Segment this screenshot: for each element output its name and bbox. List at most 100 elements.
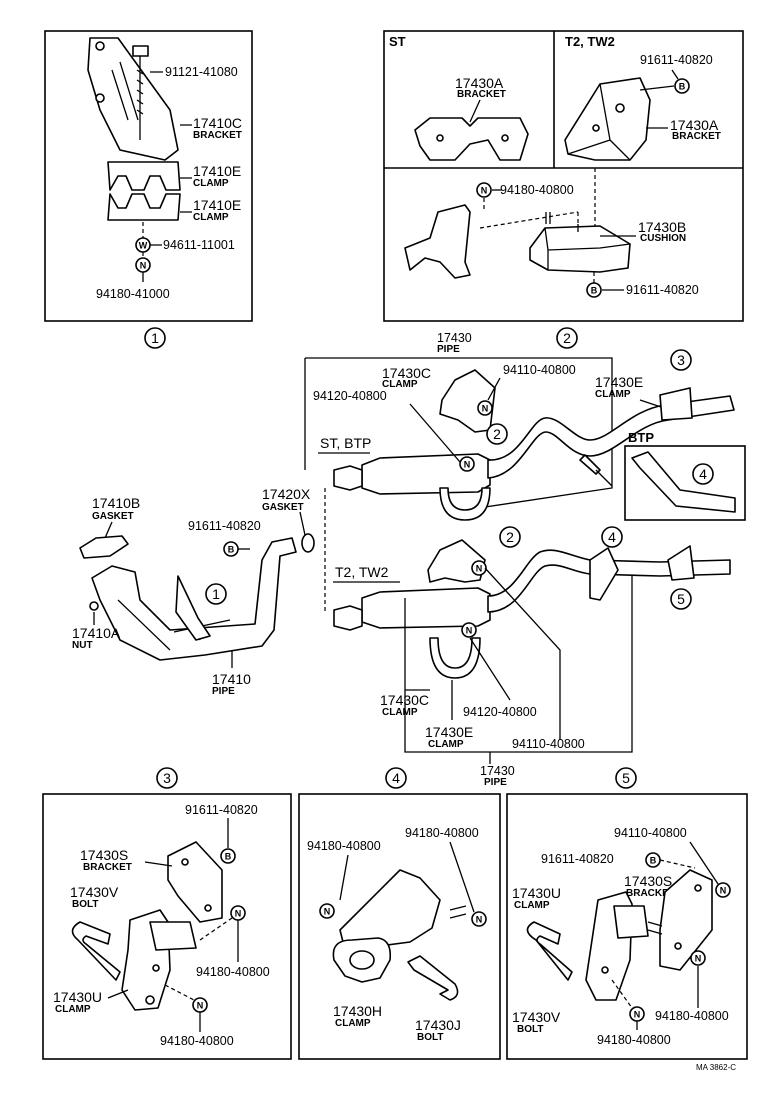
clamp-u-bottom	[429, 637, 481, 679]
pipe-17430-top: 17430	[437, 331, 472, 345]
marker-3-panel	[156, 767, 178, 789]
part-91611-40820-t2: 91611-40820	[640, 53, 713, 67]
part-94180-40800-p4b: 94180-40800	[405, 826, 479, 840]
panel-2-frame	[383, 30, 744, 322]
part-17430s-p3-label: BRACKET	[83, 862, 132, 873]
part-17430j-label: BOLT	[417, 1032, 443, 1043]
muffler-t2	[361, 587, 491, 629]
part-17410b: 17410B	[92, 495, 140, 511]
marker-4-btp-text: 4	[699, 466, 707, 482]
bracket-17410c	[87, 37, 179, 161]
label-clamp-b: CLAMP	[193, 212, 229, 223]
panel-4: 4 94180-40800 94180-40800 N N 17430H CLA…	[298, 767, 501, 1060]
part-94180-40800-p4a: 94180-40800	[307, 839, 381, 853]
bolt-symbol-main-letter: B	[228, 545, 235, 555]
bolt-symbol-p3-letter: B	[225, 852, 232, 862]
part-17430v-p5-label: BOLT	[517, 1024, 543, 1035]
part-17420x-label: GASKET	[262, 502, 304, 513]
header-t2-tw2: T2, TW2	[565, 34, 615, 49]
marker-4-panel-text: 4	[392, 770, 400, 786]
nut-17410a-shape	[89, 601, 99, 611]
part-94180-41000: 94180-41000	[96, 287, 170, 301]
clamp-17410e-upper	[107, 161, 181, 191]
u-bolt-p3	[71, 921, 121, 981]
btp-pipe	[631, 451, 736, 513]
part-17430u-p3: 17430U	[53, 989, 102, 1005]
part-94110-40800-bottom: 94110-40800	[512, 737, 585, 751]
bolt-91121	[132, 45, 149, 57]
header-st: ST	[389, 34, 406, 49]
part-17420x: 17420X	[262, 486, 311, 502]
part-91611-40820-p3: 91611-40820	[185, 803, 258, 817]
panel-5-frame	[506, 793, 748, 1060]
marker-3-main	[670, 349, 692, 371]
marker-5-main	[670, 588, 692, 610]
nut-top-2	[459, 456, 475, 472]
panel-1: W N 91121-41080 17410C BRACKET 17410E CL…	[44, 30, 253, 349]
part-17410c: 17410C	[193, 115, 242, 131]
clamp-u-top	[439, 487, 491, 521]
label-bracket-t2: BRACKET	[672, 131, 721, 142]
part-94110-40800-p5: 94110-40800	[614, 826, 687, 840]
nut-top-1	[477, 400, 493, 416]
panel-5: 5 94110-40800 91611-40820 B N 17430U CLA…	[506, 767, 748, 1060]
u-bolt-17430j	[407, 955, 459, 1001]
nut-p4-right	[471, 911, 487, 927]
part-94180-40800-p3a: 94180-40800	[196, 965, 270, 979]
part-17430e-top-label: CLAMP	[595, 389, 631, 400]
part-91121-41080: 91121-41080	[165, 65, 238, 79]
marker-1-text: 1	[151, 330, 159, 346]
pipe-17430-bottom-label: PIPE	[484, 777, 507, 788]
part-94180-40800-p3b: 94180-40800	[160, 1034, 234, 1048]
nut-symbol-p2	[476, 182, 492, 198]
part-94120-40800-bottom: 94120-40800	[463, 705, 537, 719]
part-17430u-p5-label: CLAMP	[514, 900, 550, 911]
pipe-17430-top-label: PIPE	[437, 344, 460, 355]
part-17410e-b: 17410E	[193, 197, 241, 213]
nut-p4-left	[319, 903, 335, 919]
washer-symbol-letter: W	[139, 241, 148, 251]
bracket-17430a-t2	[564, 77, 651, 161]
nut-bottom-2-letter: N	[466, 626, 473, 636]
panel-2: ST T2, TW2 17430A BRACKET B 91611-40820 …	[383, 30, 744, 349]
marker-2-main-b-text: 2	[506, 529, 514, 545]
nut-p5-lower-letter: N	[634, 1010, 641, 1020]
marker-1-panel	[144, 327, 166, 349]
marker-2-text: 2	[563, 330, 571, 346]
bracket-17430s-p3	[167, 841, 223, 923]
marker-2-main-a-text: 2	[493, 426, 501, 442]
nut-p5-upper-letter: N	[720, 886, 727, 896]
panel-3-frame	[42, 793, 292, 1060]
part-17410a: 17410A	[72, 625, 121, 641]
marker-2-panel	[556, 327, 578, 349]
part-17430s-p5-label: BRACKET	[626, 888, 675, 899]
part-17430s-p5: 17430S	[624, 873, 672, 889]
nut-p4-right-letter: N	[476, 915, 483, 925]
bolt-symbol-p5-letter: B	[650, 856, 657, 866]
part-17430e-bottom-label: CLAMP	[428, 739, 464, 750]
part-17430b: 17430B	[638, 219, 686, 235]
part-17430v-p3-label: BOLT	[72, 899, 98, 910]
part-17430c-bottom-label: CLAMP	[382, 707, 418, 718]
part-94180-40800-p5a: 94180-40800	[655, 1009, 729, 1023]
part-94180-40800-p5b: 94180-40800	[597, 1033, 671, 1047]
part-17430c-top-label: CLAMP	[382, 379, 418, 390]
marker-5-panel-text: 5	[622, 770, 630, 786]
label-bracket-st: BRACKET	[457, 89, 506, 100]
part-17430a-st: 17430A	[455, 75, 504, 91]
nut-bottom-2	[461, 622, 477, 638]
hanger-bottom	[427, 539, 486, 583]
main-assembly: 17430 PIPE 17430C CLAMP 94110-40800 9412…	[72, 331, 746, 788]
part-17430c-bottom: 17430C	[380, 692, 429, 708]
bolt-symbol-p3	[220, 848, 236, 864]
part-17410a-label: NUT	[72, 640, 93, 651]
part-94110-40800-top: 94110-40800	[503, 363, 576, 377]
label-cushion: CUSHION	[640, 233, 686, 244]
muffler-st-btp	[361, 453, 491, 495]
label-bracket: BRACKET	[193, 130, 242, 141]
marker-1-main	[205, 583, 227, 605]
part-91611-40820-lower: 91611-40820	[626, 283, 699, 297]
marker-2-main-a	[486, 423, 508, 445]
part-17430c-top: 17430C	[382, 365, 431, 381]
